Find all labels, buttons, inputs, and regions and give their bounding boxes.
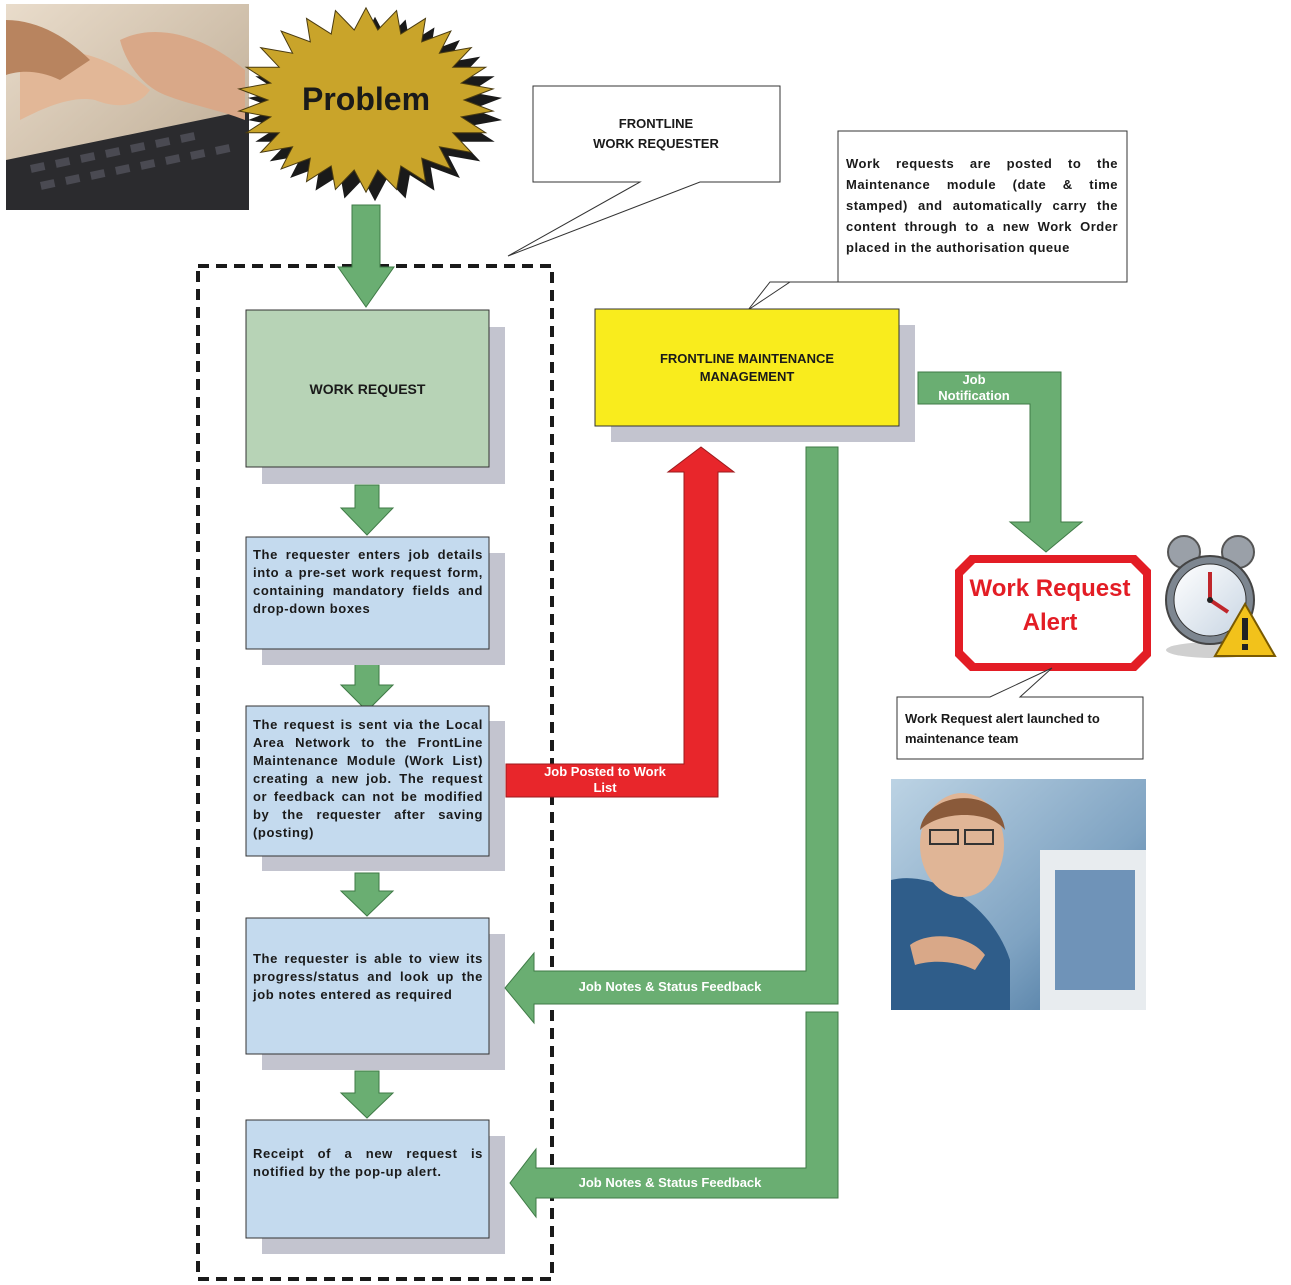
arrow-view-to-receipt: [339, 1070, 395, 1119]
keyboard-typing-photo: [6, 4, 249, 210]
feedback-arrow-1: [504, 446, 839, 1025]
view-progress-text: The requester is able to view its progre…: [253, 951, 483, 1002]
work-request-alert-badge: Work Request Alert: [955, 555, 1151, 671]
flow-arrows: [337, 204, 395, 1119]
requester-callout-line2: WORK REQUESTER: [593, 136, 719, 151]
feedback-arrow-2: [509, 1011, 839, 1219]
posting-callout-text: Work requests are posted to the Maintena…: [846, 156, 1118, 255]
job-posted-arrow: [505, 446, 736, 798]
enter-details-text: The requester enters job details into a …: [253, 547, 483, 616]
job-posted-label: Job Posted to Work List: [520, 764, 690, 796]
alert-line1: Work Request: [970, 575, 1131, 602]
arrow-problem-to-request: [337, 204, 395, 308]
job-notification-label-line1: Job: [962, 372, 986, 387]
receipt-alert-box: [245, 1119, 490, 1239]
feedback-label-1: Job Notes & Status Feedback: [578, 979, 762, 994]
enter-details-box: [245, 536, 490, 650]
work-request-label: WORK REQUEST: [309, 380, 426, 397]
alert-line2: Alert: [1023, 609, 1078, 636]
arrow-enter-to-send: [339, 662, 395, 712]
maintenance-label-line1: FRONTLINE MAINTENANCE: [659, 351, 835, 366]
send-via-lan-text: The request is sent via the Local Area N…: [253, 717, 483, 840]
problem-starburst: Problem: [237, 6, 503, 202]
job-posted-label-line1: Job Posted to Work: [544, 764, 666, 779]
feedback-arrows: [504, 371, 1084, 1219]
receipt-alert-text: Receipt of a new request is notified by …: [253, 1146, 483, 1179]
alarm-clock-warning-icon: [1165, 535, 1277, 658]
requester-callout: FRONTLINE WORK REQUESTER: [507, 85, 781, 257]
alert-launch-callout: [896, 667, 1144, 760]
send-via-lan-box: [245, 705, 490, 857]
job-posted-label-line2: List: [593, 780, 617, 795]
alert-launch-callout-text: Work Request alert launched to maintenan…: [905, 711, 1100, 746]
arrow-request-to-enter: [339, 484, 395, 536]
posting-callout: [747, 130, 1128, 311]
problem-label: Problem: [302, 81, 430, 117]
job-notification-label: Job Notification: [918, 372, 1030, 404]
maintenance-label-line2: MANAGEMENT: [699, 369, 795, 384]
view-progress-box: [245, 917, 490, 1055]
maintenance-box: [594, 308, 900, 427]
job-notification-arrow: [917, 371, 1084, 553]
work-request-box: [245, 309, 490, 468]
feedback-label-2: Job Notes & Status Feedback: [578, 1175, 762, 1190]
technician-photo: [891, 779, 1146, 1010]
job-notification-label-line2: Notification: [938, 388, 1010, 403]
arrow-send-to-view: [339, 872, 395, 917]
requester-callout-line1: FRONTLINE: [619, 116, 694, 131]
maintenance-label: FRONTLINE MAINTENANCE MANAGEMENT: [595, 350, 899, 386]
